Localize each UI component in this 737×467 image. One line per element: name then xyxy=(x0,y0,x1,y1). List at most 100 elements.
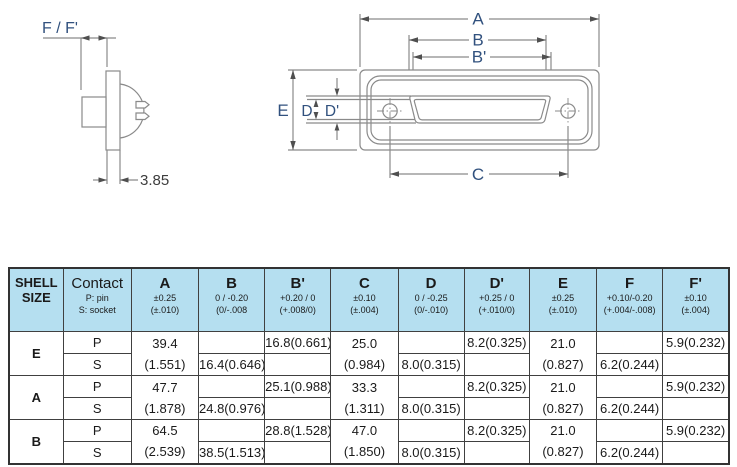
cell-a-a: 47.7 (1.878) xyxy=(130,375,200,420)
col-tol-mm-b: 0 / -0.20 xyxy=(215,293,249,303)
cell-e-d-pin-empty xyxy=(397,331,465,354)
table-row-shell-e-pin: E P 39.4 (1.551) 16.8(0.661) 25.0 (0.984… xyxy=(8,331,730,376)
arrowhead xyxy=(360,16,369,22)
shell-size-label-line1: SHELL xyxy=(15,275,58,290)
value-mm: 47.7 xyxy=(152,379,178,395)
col-tol-mm-f-prime: ±0.10 xyxy=(684,293,707,303)
arrowhead xyxy=(413,54,422,60)
arrowhead xyxy=(81,35,90,41)
value-in: (0.827) xyxy=(542,356,584,372)
cell-shell-a: A xyxy=(8,375,64,420)
value-mm: 25.0 xyxy=(351,335,378,351)
arrowhead xyxy=(559,171,568,177)
value-in: (2.539) xyxy=(144,444,186,460)
cell-b-b-prime: 28.8(1.528) xyxy=(264,419,332,442)
cell-b-f-prime-socket-empty xyxy=(662,441,730,464)
cell-b-b: 38.5(1.513) xyxy=(197,441,266,464)
cell-e-c: 25.0 (0.984) xyxy=(330,331,399,376)
cell-b-f-pin-empty xyxy=(596,419,664,442)
arrowhead xyxy=(98,177,107,183)
col-header-d-prime: D' +0.25 / 0 (+.010/0) xyxy=(463,267,530,332)
cell-a-contact-s: S xyxy=(62,397,132,420)
col-letter-d: D xyxy=(425,275,437,292)
col-letter-f: F xyxy=(625,275,635,292)
cell-b-contact-p: P xyxy=(62,419,132,442)
col-header-contact: Contact P: pin S: socket xyxy=(62,267,132,332)
d-cutout-outer xyxy=(409,95,551,124)
col-header-c: C ±0.10 (±.004) xyxy=(330,267,399,332)
table-header-row: SHELL SIZE Contact P: pin S: socket A ±0… xyxy=(8,267,730,332)
front-view-drawing: A B B' xyxy=(277,10,600,184)
cell-e-f-pin-empty xyxy=(596,331,664,354)
cell-a-d-prime: 8.2(0.325) xyxy=(463,375,530,398)
cell-e-b-pin-empty xyxy=(197,331,266,354)
technical-drawings: F / F' 3.85 xyxy=(42,10,600,189)
dim-value-thickness: 3.85 xyxy=(140,172,169,189)
cell-b-e: 21.0 (0.827) xyxy=(528,419,598,464)
cell-b-d: 8.0(0.315) xyxy=(397,441,465,464)
col-tol-mm-c: ±0.10 xyxy=(353,293,376,303)
cell-e-b: 16.4(0.646) xyxy=(197,353,266,376)
dim-label-d: D xyxy=(301,103,312,120)
cell-b-d-prime: 8.2(0.325) xyxy=(463,419,530,442)
value-mm: 64.5 xyxy=(152,423,178,439)
cell-a-b-pin-empty xyxy=(197,375,266,398)
connector-face-bump xyxy=(119,83,145,139)
arrowhead xyxy=(313,112,319,120)
value-in: (1.850) xyxy=(343,444,386,460)
col-header-shell-size: SHELL SIZE xyxy=(8,267,64,332)
cell-e-contact-p: P xyxy=(62,331,132,354)
dim-label-b-prime: B' xyxy=(472,48,487,67)
value-mm: 39.4 xyxy=(152,335,178,351)
cell-e-a: 39.4 (1.551) xyxy=(130,331,200,376)
col-header-f: F +0.10/-0.20 (+.004/-.008) xyxy=(596,267,664,332)
cell-a-e: 21.0 (0.827) xyxy=(528,375,598,420)
cell-e-b-prime: 16.8(0.661) xyxy=(264,331,332,354)
col-letter-b-prime: B' xyxy=(290,275,305,292)
cell-e-e: 21.0 (0.827) xyxy=(528,331,598,376)
arrowhead xyxy=(390,171,399,177)
cell-e-f: 6.2(0.244) xyxy=(596,353,664,376)
d-cutout-inner xyxy=(413,98,547,121)
value-in: (1.311) xyxy=(344,400,385,416)
cell-a-f-pin-empty xyxy=(596,375,664,398)
cell-a-b-prime-socket-empty xyxy=(264,397,332,420)
value-mm: 21.0 xyxy=(550,423,576,439)
cell-a-d: 8.0(0.315) xyxy=(397,397,465,420)
cell-e-f-prime-socket-empty xyxy=(662,353,730,376)
arrowhead xyxy=(98,35,107,41)
arrowhead xyxy=(409,37,418,43)
cell-b-c: 47.0 (1.850) xyxy=(330,419,399,464)
contact-pin-upper xyxy=(135,100,150,109)
cell-a-d-prime-socket-empty xyxy=(463,397,530,420)
col-tol-mm-e: ±0.25 xyxy=(551,293,575,303)
dim-label-c: C xyxy=(472,165,484,184)
arrowhead xyxy=(334,88,340,96)
cell-shell-e: E xyxy=(8,331,64,376)
col-tol-in-e: (±.010) xyxy=(548,305,578,315)
col-letter-e: E xyxy=(557,275,568,292)
col-letter-d-prime: D' xyxy=(489,275,504,292)
col-tol-in-f: (+.004/-.008) xyxy=(603,305,656,315)
cell-a-contact-p: P xyxy=(62,375,132,398)
table-row-shell-b-pin: B P 64.5 (2.539) 28.8(1.528) 47.0 (1.850… xyxy=(8,419,730,464)
cell-b-a: 64.5 (2.539) xyxy=(130,419,200,464)
arrowhead xyxy=(120,177,129,183)
arrowhead xyxy=(334,123,340,131)
cell-b-d-pin-empty xyxy=(397,419,465,442)
value-mm: 21.0 xyxy=(550,379,576,395)
cell-a-c: 33.3 (1.311) xyxy=(330,375,399,420)
value-mm: 33.3 xyxy=(351,379,378,395)
cell-b-d-prime-socket-empty xyxy=(463,441,530,464)
col-tol-in-a: (±.010) xyxy=(150,305,180,315)
col-letter-a: A xyxy=(159,275,171,292)
col-tol-in-b: (0/-.008 xyxy=(216,305,248,315)
col-tol-in-f-prime: (±.004) xyxy=(681,305,710,315)
cell-b-b-prime-socket-empty xyxy=(264,441,332,464)
cell-a-f-prime-socket-empty xyxy=(662,397,730,420)
col-letter-f-prime: F' xyxy=(689,275,702,292)
contact-pin-lower xyxy=(135,112,150,121)
col-header-d: D 0 / -0.25 (0/-.010) xyxy=(397,267,465,332)
contact-pin-note: P: pin xyxy=(85,293,109,303)
